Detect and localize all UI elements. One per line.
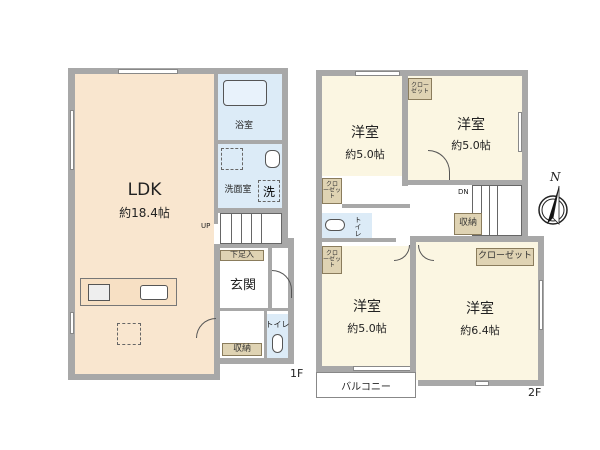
- wall: [268, 248, 272, 308]
- window: [475, 381, 489, 386]
- western-room-nw-label: 洋室: [351, 125, 379, 141]
- closet-sw: クロ ーゼット: [322, 246, 342, 274]
- wall: [68, 68, 288, 74]
- wall: [402, 76, 408, 186]
- western-room-nw-size: 約5.0帖: [345, 148, 385, 161]
- kitchen-counter: [80, 278, 177, 306]
- bath-label: 浴室: [234, 121, 253, 131]
- north-arrow-icon: [538, 185, 568, 225]
- wash-basin-icon: [265, 150, 280, 168]
- window: [539, 280, 543, 330]
- wall: [214, 244, 220, 358]
- western-room-se-size: 約6.4帖: [460, 324, 500, 337]
- storage-closet: 収納: [222, 343, 262, 356]
- window: [353, 366, 413, 371]
- closet-se: クローゼット: [476, 248, 534, 266]
- western-room-sw-label: 洋室: [353, 299, 381, 315]
- wall: [522, 70, 528, 240]
- window: [118, 69, 178, 74]
- wall: [342, 204, 410, 208]
- shoe-storage: 下足入: [220, 250, 264, 261]
- wall: [410, 236, 544, 242]
- closet-ne: クロー ゼット: [408, 78, 432, 100]
- wall: [316, 70, 528, 76]
- western-room-sw-size: 約5.0帖: [347, 322, 387, 335]
- western-room-se-label: 洋室: [466, 301, 494, 317]
- balcony: [316, 372, 416, 398]
- ldk-room: [75, 74, 214, 374]
- ceiling-fixture-icon: [221, 148, 243, 170]
- western-room-nw: [322, 76, 402, 176]
- wall: [316, 70, 322, 372]
- western-room-ne-label: 洋室: [457, 117, 485, 133]
- window: [70, 312, 74, 334]
- bathtub-icon: [223, 80, 267, 106]
- window: [518, 112, 522, 152]
- storage-closet: 収納: [454, 213, 482, 235]
- compass-north-label: N: [550, 170, 561, 184]
- toilet-icon: [272, 334, 283, 353]
- ldk-label: LDK: [127, 180, 162, 200]
- stove-icon: [88, 284, 110, 301]
- floor-2-label: 2F: [528, 386, 542, 399]
- floor-1-label: 1F: [290, 367, 304, 380]
- toilet-label: トイレ: [354, 216, 362, 237]
- window: [70, 110, 74, 170]
- wall: [282, 68, 288, 244]
- stairs-down-label: DN: [458, 188, 469, 196]
- washing-machine-icon: 洗: [258, 180, 280, 202]
- toilet-label: トイレ: [265, 320, 290, 329]
- wall: [218, 208, 282, 213]
- wall: [410, 240, 416, 380]
- wall: [288, 238, 294, 364]
- wall: [220, 244, 288, 248]
- stairs[interactable]: [220, 213, 282, 244]
- wall: [214, 74, 218, 224]
- closet-nw: クロ ーゼット: [322, 178, 342, 204]
- western-room-ne-size: 約5.0帖: [451, 139, 491, 152]
- wall: [214, 358, 220, 380]
- wall: [214, 358, 294, 364]
- wall: [408, 180, 522, 185]
- entrance-label: 玄関: [229, 278, 256, 293]
- ceiling-fixture-icon: [117, 323, 141, 345]
- stairs-up-label: UP: [201, 222, 211, 230]
- wall: [68, 374, 220, 380]
- wall: [322, 238, 396, 242]
- wall: [68, 68, 75, 380]
- wall: [220, 308, 288, 311]
- wall: [218, 140, 282, 144]
- wall: [264, 311, 267, 358]
- toilet-icon: [325, 219, 345, 231]
- compass: N: [533, 170, 573, 230]
- balcony-label: バルコニー: [341, 382, 391, 393]
- sink-icon: [140, 285, 168, 300]
- window: [355, 71, 400, 76]
- washroom-label: 洗面室: [224, 185, 252, 195]
- ldk-size: 約18.4帖: [119, 206, 170, 220]
